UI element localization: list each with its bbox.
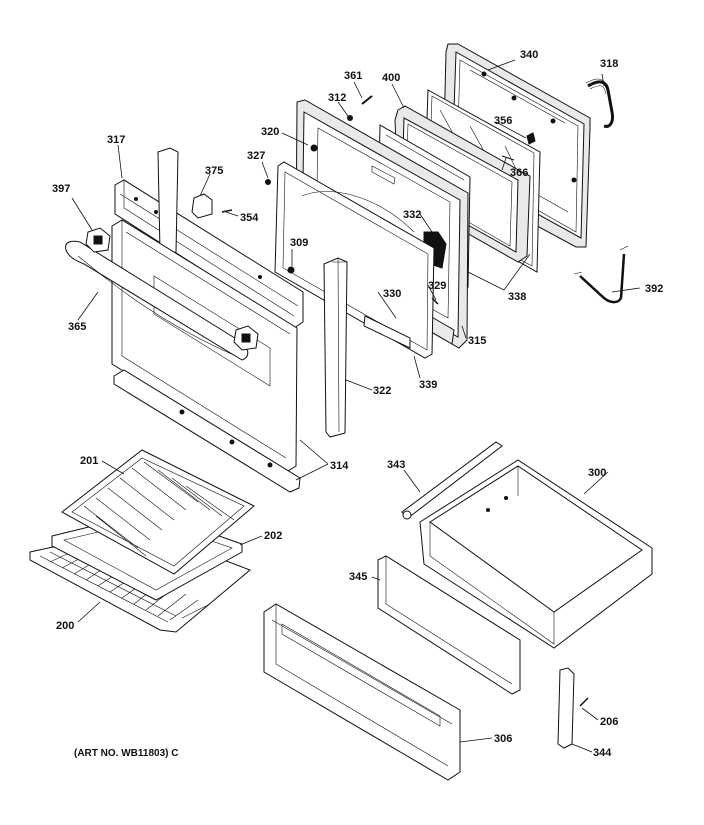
art-number-label: (ART NO. WB11803) C [74,748,178,759]
callout-332: 332 [403,209,421,221]
callout-338: 338 [508,291,526,303]
part-356-clip [526,132,536,145]
callout-322: 322 [373,385,391,397]
part-206-screw [579,697,589,707]
callout-314: 314 [330,460,349,472]
part-375-latch [191,193,213,219]
part-318-gasket [587,80,614,128]
callout-356: 356 [494,115,512,127]
part-339-inner-door-panel [274,161,435,359]
part-345-drawer-inner-front [377,555,521,695]
part-312-screw [347,115,353,121]
callout-339: 339 [419,379,437,391]
callout-300: 300 [588,467,606,479]
callout-201: 201 [80,455,98,467]
callout-309: 309 [290,237,308,249]
part-201-broiler-grid [61,449,255,575]
part-366-screw [501,155,515,161]
part-392-gasket [579,253,626,304]
callout-397: 397 [52,183,70,195]
callout-329: 329 [428,280,446,292]
callout-206: 206 [600,716,618,728]
part-306-drawer-front-panel [263,603,461,781]
part-361-screw [361,95,373,105]
callout-375: 375 [205,165,223,177]
part-327-screw [265,179,271,185]
part-309-screw [287,266,295,274]
callout-202: 202 [264,530,282,542]
callout-200: 200 [56,620,74,632]
callout-330: 330 [383,288,401,300]
callout-392: 392 [645,283,663,295]
part-314-door-bottom-trim [113,369,301,493]
callout-labels: 317 397 365 375 354 327 320 312 361 400 … [52,49,663,759]
part-344-bracket [557,667,575,749]
callout-327: 327 [247,150,265,162]
part-322-door-channel [323,257,348,438]
part-397-end-caps [85,227,259,351]
callout-318: 318 [600,58,618,70]
callout-400: 400 [382,72,400,84]
leader-lines [71,59,641,753]
callout-343: 343 [387,459,405,471]
callout-312: 312 [328,92,346,104]
callout-340: 340 [520,49,538,61]
callout-344: 344 [593,747,612,759]
callout-354: 354 [240,212,259,224]
part-354-screw [221,209,233,213]
callout-361: 361 [344,70,362,82]
part-oven-door-outer-panel [111,219,298,473]
part-365-door-handle [65,240,249,361]
callout-306: 306 [494,733,512,745]
callout-315: 315 [468,335,486,347]
callout-317: 317 [107,134,125,146]
callout-345: 345 [349,571,367,583]
callout-320: 320 [261,126,279,138]
callout-366: 366 [510,167,528,179]
part-300-drawer-body [419,459,653,649]
part-door-side-rail [157,147,179,257]
part-343-drawer-rail [401,441,503,520]
part-329-screw [431,297,439,305]
callout-365: 365 [68,321,86,333]
